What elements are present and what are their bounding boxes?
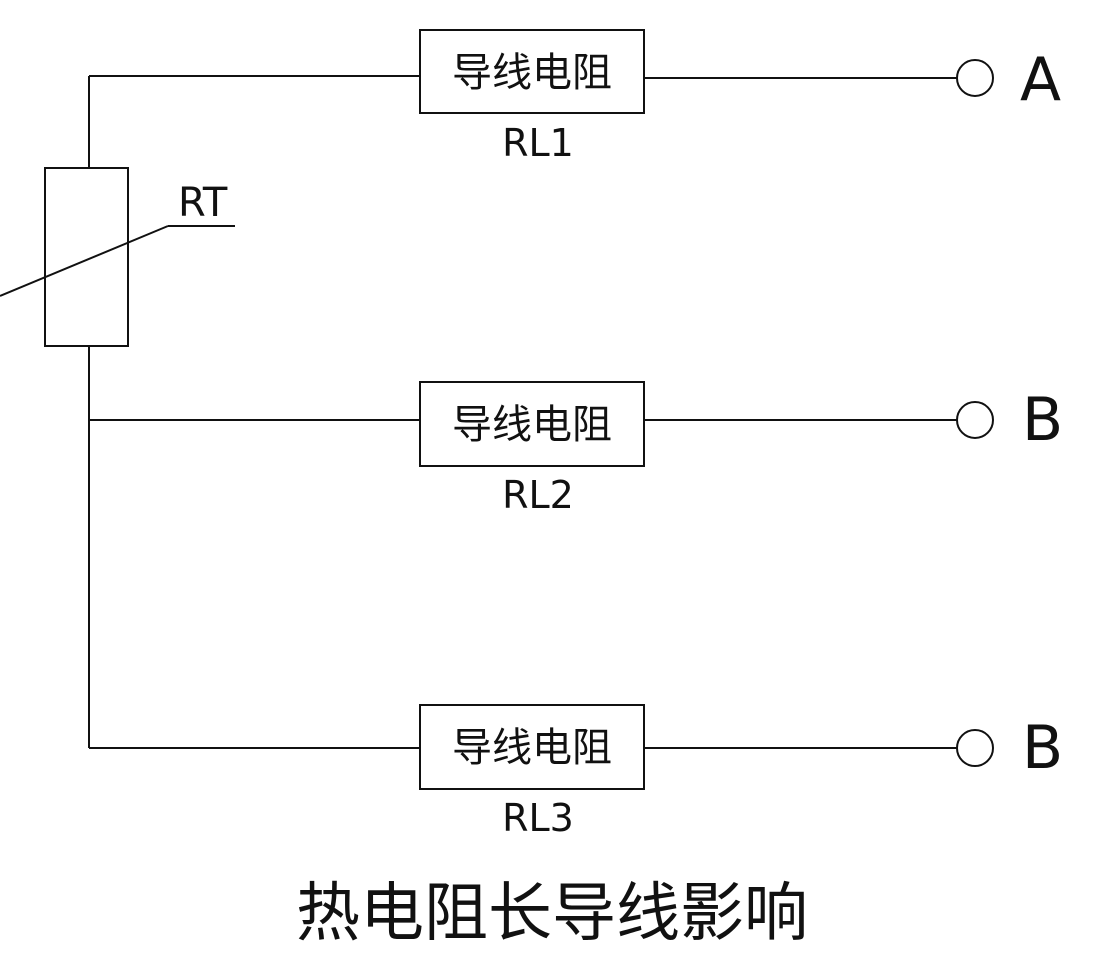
terminal-circle-2 (956, 401, 994, 439)
rt-sensor-body (44, 167, 129, 347)
resistor-label-rl2: RL2 (502, 473, 574, 517)
lead-resistor-text-1: 导线电阻 (452, 50, 612, 96)
terminal-label-a: A (1020, 45, 1061, 115)
rt-variable-arrow (0, 225, 169, 297)
terminal-label-b2: B (1022, 713, 1063, 783)
diagram-title: 热电阻长导线影响 (296, 877, 808, 951)
terminal-label-b1: B (1022, 385, 1063, 455)
lead-resistor-text-3: 导线电阻 (452, 725, 612, 771)
terminal-circle-3 (956, 729, 994, 767)
lead-resistor-box-2 (419, 381, 645, 467)
lead-resistor-text-2: 导线电阻 (452, 402, 612, 448)
rt-label: RT (178, 180, 228, 226)
resistor-label-rl3: RL3 (502, 796, 574, 840)
lead-resistor-box-1 (419, 29, 645, 114)
resistor-label-rl1: RL1 (502, 121, 574, 165)
terminal-circle-1 (956, 59, 994, 97)
